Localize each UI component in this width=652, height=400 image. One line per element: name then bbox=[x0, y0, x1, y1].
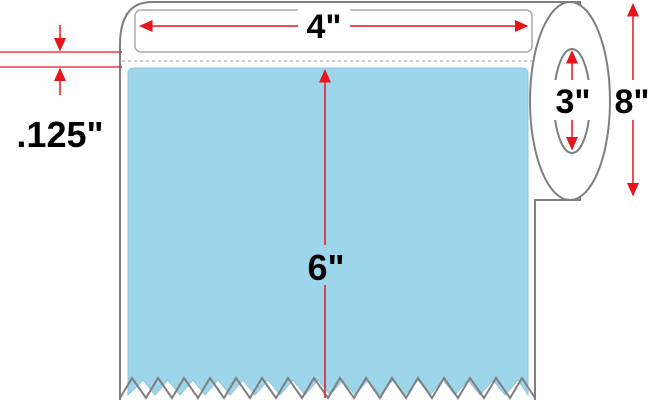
label-height-text: 6" bbox=[307, 247, 344, 288]
gap-indicator bbox=[0, 25, 122, 95]
blue-label bbox=[127, 67, 529, 397]
label-gap-text: .125" bbox=[16, 114, 103, 155]
label-width-text: 4" bbox=[306, 8, 341, 46]
torn-edge bbox=[119, 376, 536, 400]
outer-diameter-text: 8" bbox=[614, 83, 649, 121]
core-diameter-text: 3" bbox=[555, 83, 590, 121]
